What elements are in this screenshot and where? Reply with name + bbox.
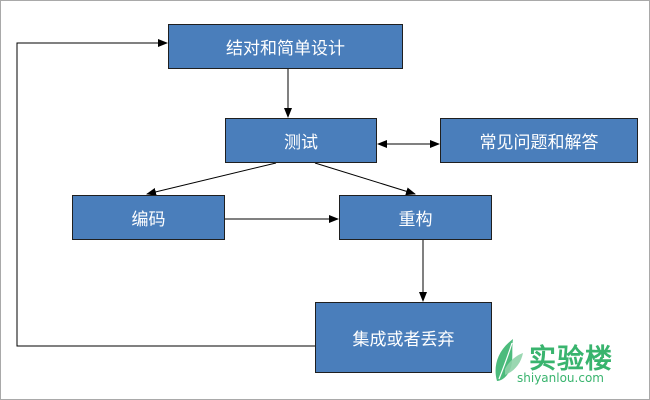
node-code: 编码 <box>72 195 225 240</box>
edge-test-code <box>146 162 277 196</box>
watermark-title: 实验楼 <box>529 344 613 375</box>
shiyanlou-watermark: 实验楼 shiyanlou.com <box>491 335 631 391</box>
node-label: 重构 <box>398 210 433 230</box>
node-label: 测试 <box>284 133 318 153</box>
node-integrate-or-discard: 集成或者丢弃 <box>315 302 492 373</box>
node-label: 集成或者丢弃 <box>352 330 455 350</box>
node-pair-and-simple-design: 结对和简单设计 <box>168 24 403 69</box>
node-refactor: 重构 <box>339 195 492 240</box>
leaf-logo-icon <box>495 339 523 381</box>
node-faq: 常见问题和解答 <box>440 118 638 163</box>
watermark-subtitle: shiyanlou.com <box>517 371 604 385</box>
node-label: 编码 <box>131 210 166 230</box>
edge-test-refactor <box>314 162 416 196</box>
node-test: 测试 <box>225 118 377 163</box>
node-label: 结对和简单设计 <box>226 39 345 59</box>
node-label: 常见问题和解答 <box>479 133 599 153</box>
